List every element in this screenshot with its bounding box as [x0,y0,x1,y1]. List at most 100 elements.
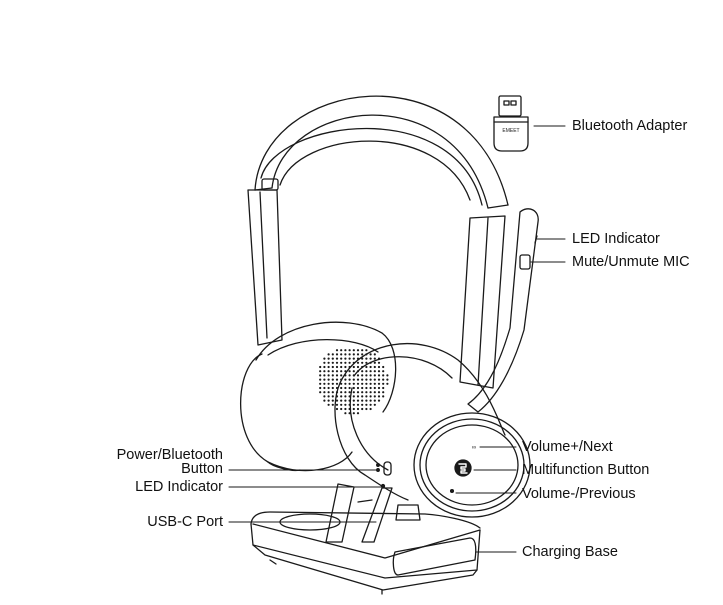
mesh-dot [319,365,322,369]
mesh-dot [323,378,326,381]
mesh-dot [344,378,347,381]
mesh-dot [331,374,334,377]
mesh-dot [356,391,360,394]
mesh-dot [365,349,368,352]
mesh-dot [361,382,364,385]
mesh-dot [377,378,381,381]
mesh-dot [361,374,364,377]
mesh-dot [352,412,355,415]
mesh-dot [335,399,339,402]
mesh-dot [319,378,322,381]
mesh-dot [369,370,372,373]
mesh-dot [335,370,339,373]
mesh-dot [369,378,372,381]
mesh-dot [369,353,372,356]
mesh-dot [344,365,347,369]
mesh-dot [356,403,360,406]
label-bluetooth-adapter: Bluetooth Adapter [572,118,688,134]
mesh-dot [373,357,376,360]
mesh-dot [323,386,326,390]
mesh-dot [331,361,334,364]
label-charging-base: Charging Base [522,544,618,560]
mesh-dot [335,403,339,406]
speaker-mesh [319,349,389,415]
mesh-dot [373,374,376,377]
mesh-dot [348,370,351,373]
mesh-dot [340,391,343,394]
bluetooth-adapter-illustration: EMEET [493,95,529,152]
mesh-dot [331,365,334,369]
mesh-dot [352,382,355,385]
mesh-dot [327,374,330,377]
mesh-dot [365,403,368,406]
mesh-dot [377,370,381,373]
mesh-dot [323,382,326,385]
mesh-dot [352,349,355,352]
mesh-dot [352,370,355,373]
mesh-dot [319,370,322,373]
mesh-dot [319,386,322,390]
mesh-dot [323,370,326,373]
mesh-dot [331,353,334,356]
mesh-dot [331,370,334,373]
mesh-dot [373,399,376,402]
mesh-dot [323,374,326,377]
mesh-dot [365,391,368,394]
mesh-dot [361,357,364,360]
mesh-dot [335,365,339,369]
mesh-dot [373,361,376,364]
mesh-dot [373,403,376,406]
mesh-dot [361,399,364,402]
mesh-dot [386,374,389,377]
mesh-dot [340,357,343,360]
mesh-dot [382,378,385,381]
mesh-dot [382,370,385,373]
mesh-dot [348,374,351,377]
mesh-dot [323,361,326,364]
mesh-dot [365,357,368,360]
mesh-dot [386,382,389,385]
mesh-dot [344,349,347,352]
mesh-dot [344,386,347,390]
mesh-dot [356,365,360,369]
mesh-dot [327,399,330,402]
mesh-dot [356,378,360,381]
mesh-dot [356,407,360,411]
mesh-dot [331,357,334,360]
mesh-dot [382,365,385,369]
mesh-dot [369,382,372,385]
mesh-dot [361,378,364,381]
mesh-dot [369,395,372,398]
mesh-dot [340,386,343,390]
mesh-dot [331,399,334,402]
mesh-dot [327,353,330,356]
mesh-dot [382,391,385,394]
mesh-dot [340,370,343,373]
left-ear-cup [240,321,397,472]
mesh-dot [331,395,334,398]
mesh-dot [356,412,360,415]
mesh-dot [327,361,330,364]
mesh-dot [327,370,330,373]
label-power-bluetooth-line1: Power/Bluetooth [116,447,223,463]
mesh-dot [344,403,347,406]
mesh-dot [352,407,355,411]
mesh-dot [361,353,364,356]
mesh-dot [335,407,339,411]
mesh-dot [382,382,385,385]
mesh-dot [361,403,364,406]
mesh-dot [373,382,376,385]
mesh-dot [373,370,376,373]
mesh-dot [356,386,360,390]
mesh-dot [340,395,343,398]
label-volume-down-previous: Volume-/Previous [522,486,636,502]
mesh-dot [377,386,381,390]
mesh-dot [382,395,385,398]
label-power-bluetooth-line2: Button [181,461,223,477]
mesh-dot [327,365,330,369]
mesh-dot [365,365,368,369]
mesh-dot [361,391,364,394]
label-mute-unmute-mic: Mute/Unmute MIC [572,254,690,270]
label-volume-up-next: Volume+/Next [522,439,613,455]
